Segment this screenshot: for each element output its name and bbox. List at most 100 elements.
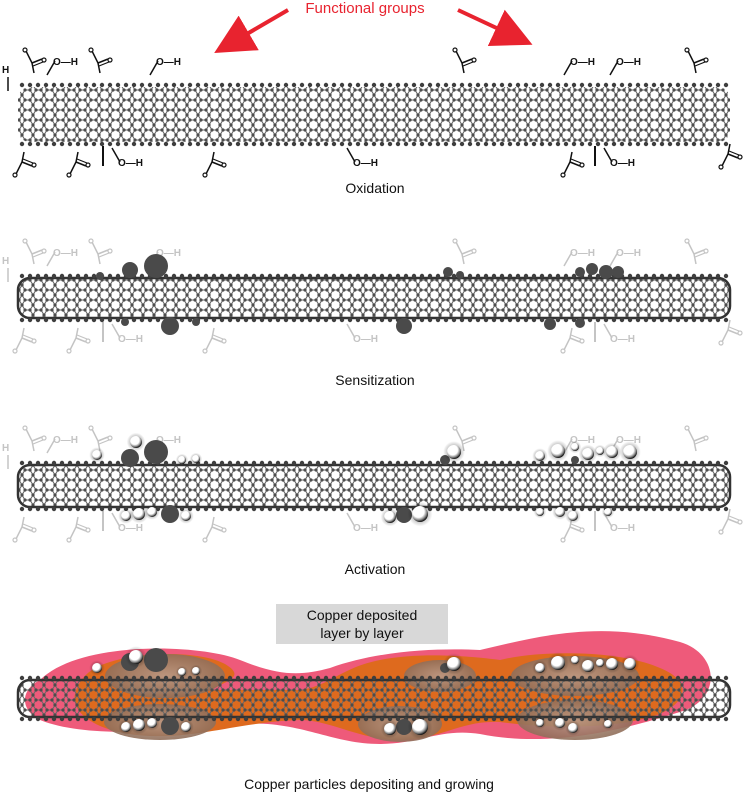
bond: [461, 58, 473, 64]
tube-atom: [435, 506, 441, 512]
tube-atom: [299, 506, 305, 512]
hydrogen-atom: H: [2, 65, 9, 76]
tube-atom: [363, 460, 369, 466]
tube-atom: [91, 273, 97, 279]
palladium-particle: [582, 448, 594, 460]
tube-atom: [539, 273, 545, 279]
tube-atom: [507, 317, 513, 323]
tube-atom: [291, 273, 297, 279]
tube-atom: [315, 317, 321, 323]
tube-atom: [531, 141, 537, 147]
tube-atom: [67, 82, 73, 88]
oxygen-atom: [31, 527, 37, 533]
tube-atom: [683, 141, 689, 147]
bond: [569, 327, 573, 339]
tube-atom: [579, 141, 585, 147]
tube-atom: [595, 506, 601, 512]
bond: [211, 327, 215, 339]
tube-atom: [483, 317, 489, 323]
tube-atom: [427, 141, 433, 147]
palladium-particle: [447, 657, 461, 671]
tube-atom: [491, 506, 497, 512]
bond: [693, 253, 697, 265]
bond: [97, 253, 101, 265]
tube-atom: [323, 82, 329, 88]
tube-atom: [347, 273, 353, 279]
tube-atom: [67, 716, 73, 722]
tube-atom: [107, 141, 113, 147]
tube-atom: [435, 675, 441, 681]
tube-atom: [283, 273, 289, 279]
tube-atom: [163, 141, 169, 147]
oxygen-atom: [12, 172, 18, 178]
tube-atom: [411, 141, 417, 147]
hydroxyl-group: O—H: [610, 158, 635, 169]
tube-atom: [283, 716, 289, 722]
tube-atom: [75, 460, 81, 466]
bond: [694, 61, 706, 67]
tube-atom: [219, 141, 225, 147]
tube-atom: [475, 141, 481, 147]
tube-atom: [547, 460, 553, 466]
tube-atom: [227, 506, 233, 512]
tube-atom: [411, 82, 417, 88]
bond: [31, 58, 43, 64]
tube-atom: [659, 317, 665, 323]
tube-atom: [219, 273, 225, 279]
tube-atom: [515, 506, 521, 512]
tube-atom: [619, 716, 625, 722]
tube-atom: [315, 82, 321, 88]
bond: [31, 253, 35, 265]
tube-atom: [451, 273, 457, 279]
tube-atom: [131, 675, 137, 681]
tube-atom: [163, 273, 169, 279]
tube-atom: [67, 273, 73, 279]
tube-atom: [507, 273, 513, 279]
oxygen-atom: [703, 248, 709, 254]
tube-atom: [243, 317, 249, 323]
tube-atom: [523, 273, 529, 279]
tube-atom: [635, 460, 641, 466]
tube-atom: [307, 317, 313, 323]
tube-atom: [563, 675, 569, 681]
tube-atom: [171, 273, 177, 279]
tube-atom: [75, 317, 81, 323]
oxygen-atom: [202, 348, 208, 354]
tin-particle: [612, 266, 624, 278]
tube-atom: [323, 273, 329, 279]
tube-atom: [451, 506, 457, 512]
tube-atom: [203, 273, 209, 279]
tube-atom: [155, 141, 161, 147]
tube-atom: [619, 460, 625, 466]
hydroxyl-group: O—H: [53, 248, 78, 259]
hydroxyl-group: O—H: [570, 435, 595, 446]
tin-particle: [571, 456, 579, 464]
oxygen-atom: [85, 338, 91, 344]
tube-atom: [35, 460, 41, 466]
tube-atom: [99, 675, 105, 681]
oxygen-atom: [221, 162, 227, 168]
tin-particle: [586, 263, 598, 275]
tube-atom: [715, 82, 721, 88]
hydroxyl-group: O—H: [53, 57, 78, 68]
tube-atom: [651, 317, 657, 323]
tube-atom: [627, 506, 633, 512]
tube-atom: [547, 82, 553, 88]
tube-atom: [147, 675, 153, 681]
functional-groups-label: Functional groups: [305, 0, 425, 17]
bond: [15, 526, 23, 540]
tube-atom: [387, 675, 393, 681]
tube-atom: [603, 460, 609, 466]
palladium-particle: [596, 659, 604, 667]
palladium-particle: [606, 658, 618, 670]
tube-atom: [51, 716, 57, 722]
tube-atom: [267, 460, 273, 466]
tube-atom: [371, 141, 377, 147]
tube-atom: [499, 716, 505, 722]
tube-atom: [43, 675, 49, 681]
tube-atom: [91, 141, 97, 147]
palladium-particle: [536, 719, 544, 727]
tube-atom: [475, 716, 481, 722]
oxygen-atom: [452, 425, 458, 431]
tube-atom: [59, 675, 65, 681]
